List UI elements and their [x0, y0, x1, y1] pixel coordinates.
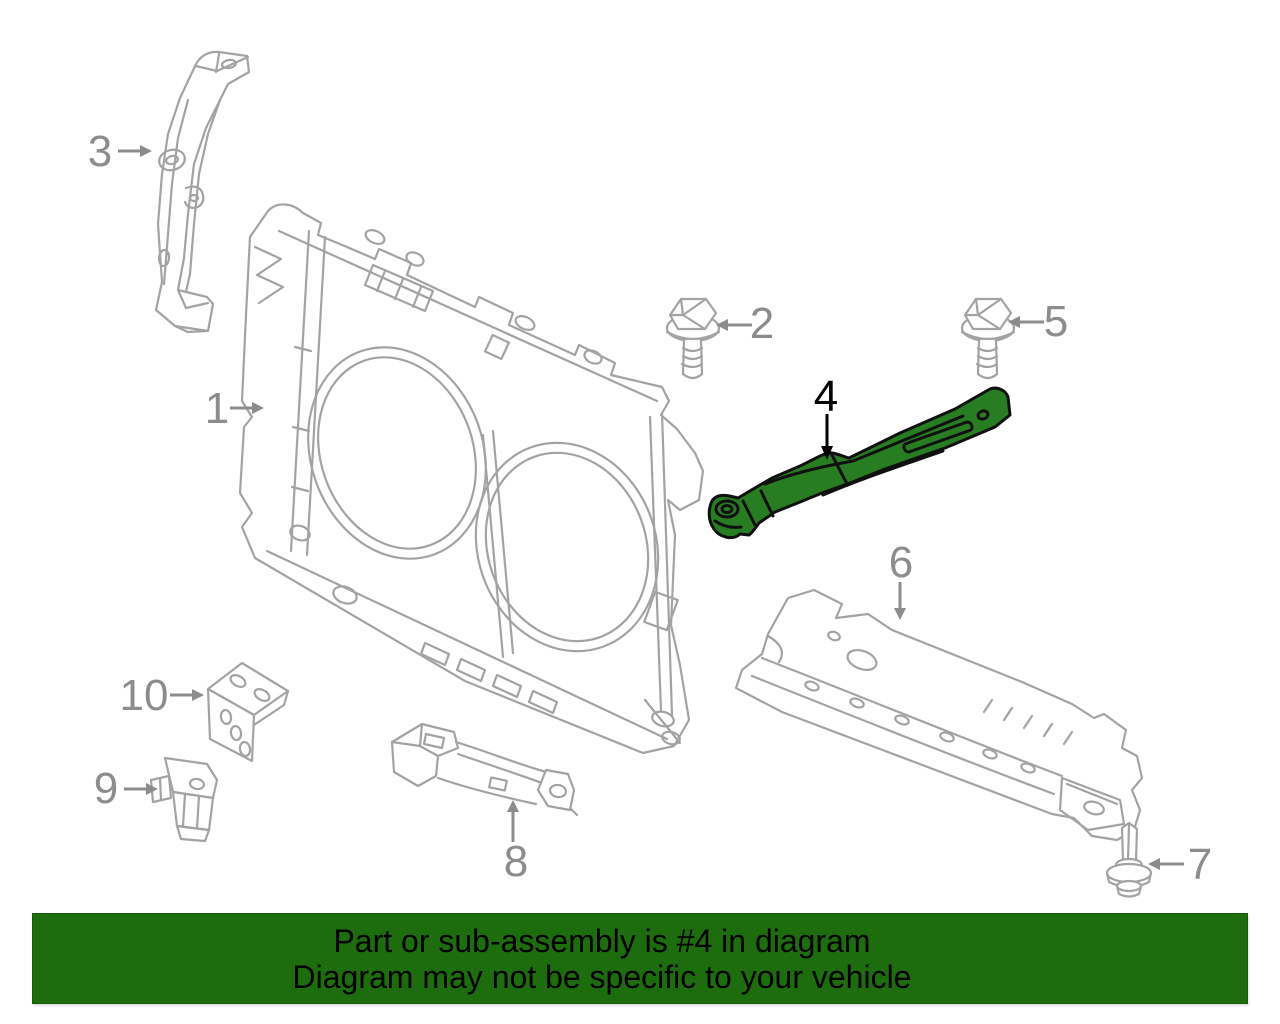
callout-4-label: 4 [813, 372, 839, 421]
callout-2-arrow [716, 315, 752, 335]
part-4-highlighted-stay-brace [703, 383, 1028, 558]
callout-10-arrow [170, 685, 206, 705]
notice-line-1: Part or sub-assembly is #4 in diagram [333, 922, 871, 959]
part-7-clip [1093, 820, 1168, 900]
callout-1-arrow [230, 398, 266, 418]
callout-3-label: 3 [87, 127, 113, 176]
callout-9-label: 9 [93, 764, 119, 813]
part-2-bolt [650, 288, 730, 383]
callout-6-arrow [890, 582, 910, 622]
callout-5-arrow [1008, 312, 1044, 332]
callout-8-arrow [503, 798, 523, 842]
callout-7-label: 7 [1187, 840, 1213, 889]
callout-8-label: 8 [503, 837, 529, 886]
callout-10-label: 10 [119, 671, 169, 720]
notice-banner: Part or sub-assembly is #4 in diagram Di… [32, 913, 1248, 1004]
part-5-bolt [945, 288, 1025, 383]
callout-6-label: 6 [888, 538, 914, 587]
part-10-angle-bracket [196, 653, 306, 768]
callout-7-arrow [1148, 854, 1184, 874]
callout-2-label: 2 [749, 299, 775, 348]
callout-5-label: 5 [1043, 297, 1069, 346]
part-3-hood-ledge-bracket [128, 42, 273, 342]
callout-9-arrow [124, 779, 160, 799]
part-1-radiator-core-support [225, 195, 725, 810]
part-6-front-under-cover [722, 578, 1157, 863]
callout-4-arrow [817, 414, 837, 462]
part-8-stay-bracket [378, 712, 579, 822]
notice-line-2: Diagram may not be specific to your vehi… [292, 958, 912, 995]
callout-1-label: 1 [204, 384, 230, 433]
part-9-small-bracket [143, 746, 233, 846]
callout-3-arrow [118, 141, 154, 161]
